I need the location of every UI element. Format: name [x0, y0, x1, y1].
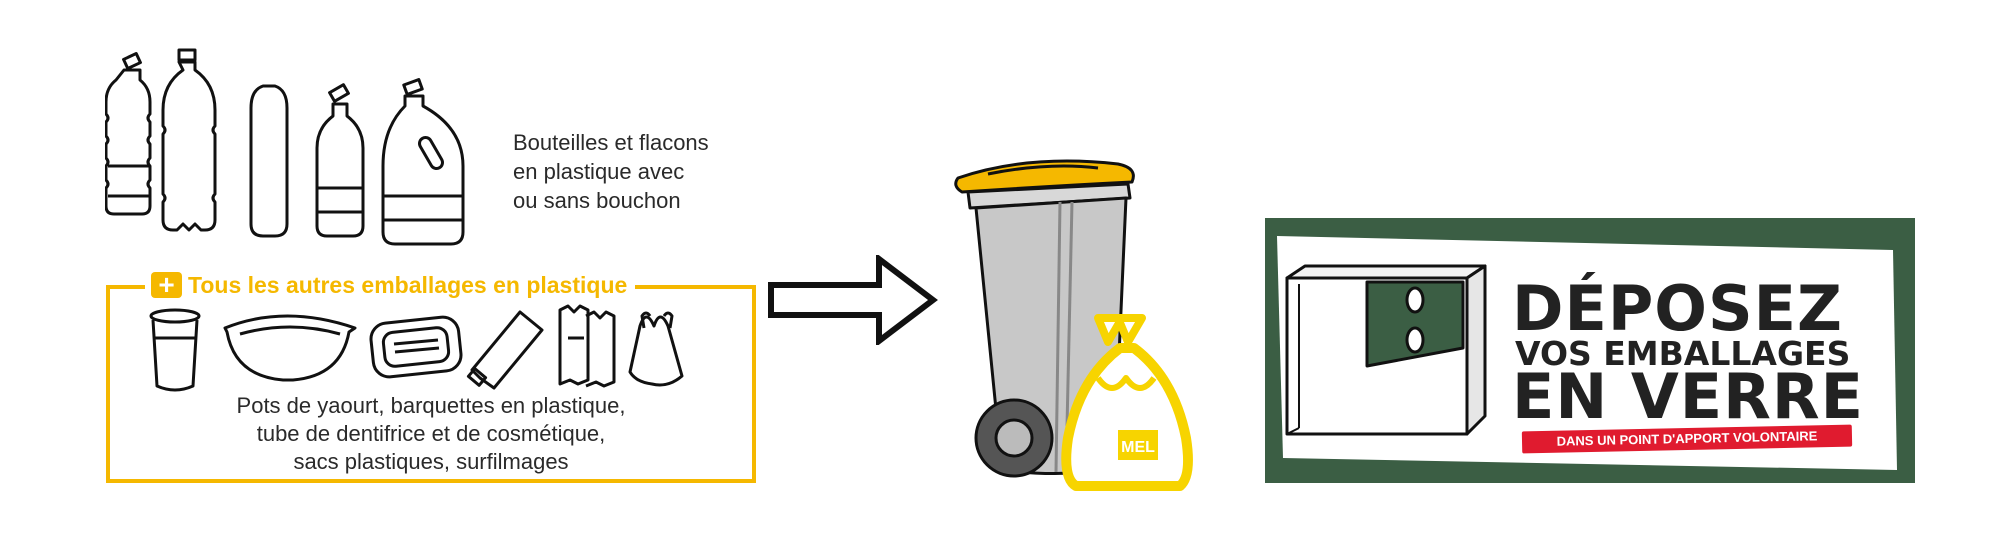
recycling-bin-icon: MEL [954, 159, 1193, 491]
yellow-bag-icon [1061, 314, 1193, 491]
other-plastics-caption: Pots de yaourt, barquettes en plastique,… [110, 392, 752, 476]
bottles-caption-line: ou sans bouchon [513, 188, 681, 213]
soda-bottle-icon [161, 48, 217, 232]
plus-icon: + [151, 271, 182, 299]
yogurt-pot-icon [149, 308, 201, 392]
shampoo-bottle-icon [249, 84, 289, 238]
bag-label: MEL [1121, 439, 1155, 456]
bottles-caption-line: en plastique avec [513, 159, 685, 184]
glass-headline-emballages: VOS EMBALLAGES [1515, 334, 1851, 373]
other-plastics-caption-line: sacs plastiques, surfilmages [293, 449, 569, 474]
other-plastics-title: + Tous les autres emballages en plastiqu… [145, 270, 636, 300]
glass-banner-art [1277, 236, 1897, 470]
other-plastics-title-text: Tous les autres emballages en plastique [188, 272, 628, 298]
bottles-group [105, 48, 465, 246]
glass-headline-verre: EN VERRE [1512, 360, 1864, 433]
bottles-caption-line: Bouteilles et flacons [513, 130, 709, 155]
water-bottle-icon [105, 52, 152, 216]
bottles-caption: Bouteilles et flacons en plastique avec … [513, 128, 709, 215]
detergent-jug-icon [381, 78, 465, 246]
carrier-bag-icon [628, 311, 684, 387]
glass-container-icon [1285, 264, 1487, 436]
toothpaste-tube-icon [466, 310, 544, 390]
film-tray-icon [369, 315, 463, 379]
bin-wheel [974, 398, 1054, 478]
arrow-right-icon [768, 255, 938, 345]
glass-headline-deposez: DÉPOSEZ [1512, 272, 1843, 345]
plastic-tray-icon [223, 314, 357, 382]
bin-lid [954, 159, 1135, 194]
milk-bottle-icon [315, 83, 365, 238]
other-plastics-caption-line: Pots de yaourt, barquettes en plastique, [236, 393, 626, 418]
other-plastics-caption-line: tube de dentifrice et de cosmétique, [256, 421, 606, 446]
other-plastics-icons [149, 304, 684, 392]
plastic-bags-icon [558, 304, 616, 388]
